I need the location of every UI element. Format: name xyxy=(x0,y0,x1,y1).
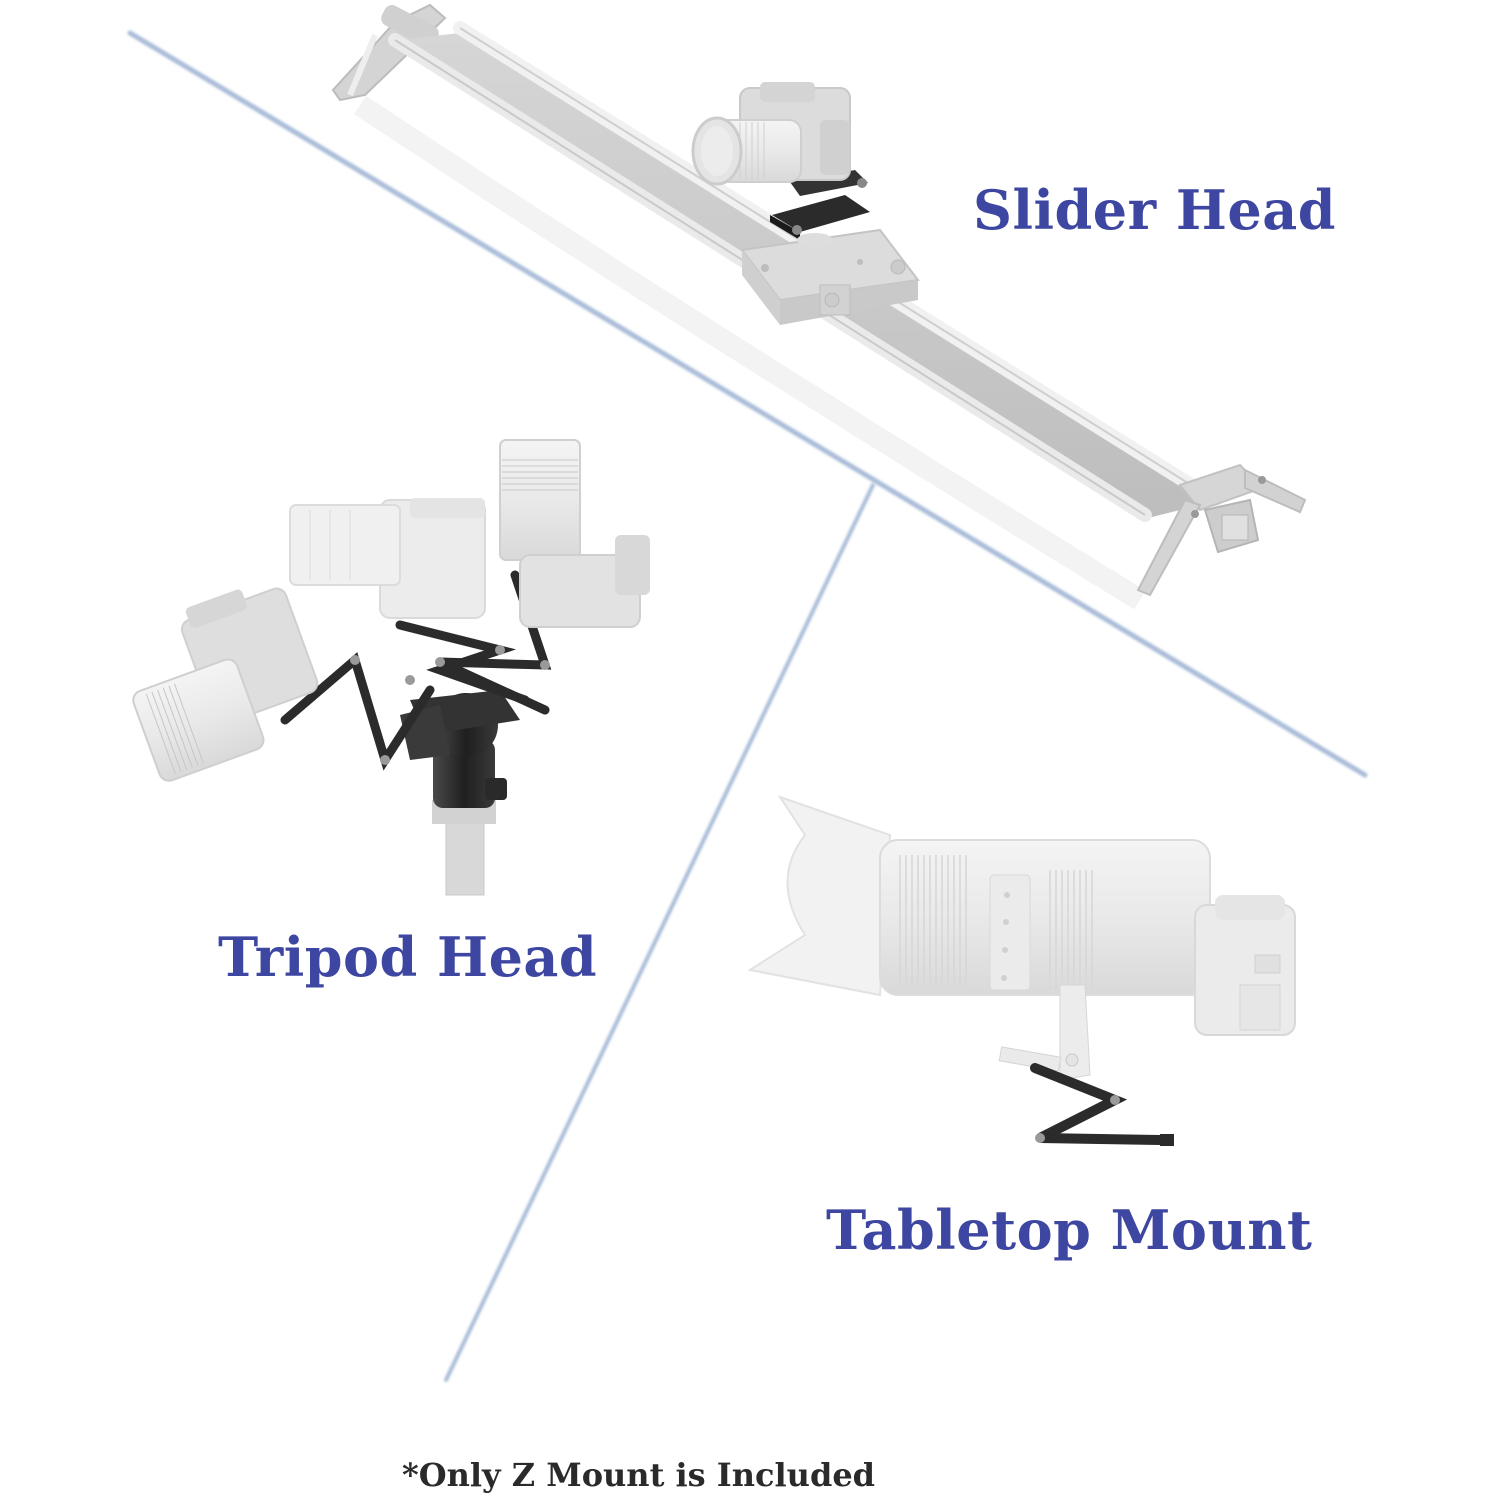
label-tripod-head: Tripod Head xyxy=(218,925,598,989)
label-slider-head: Slider Head xyxy=(973,178,1337,242)
tripod-head-illustration xyxy=(132,439,650,896)
divider-line-main xyxy=(127,30,1368,778)
label-tabletop-mount: Tabletop Mount xyxy=(826,1198,1313,1262)
divider-lines xyxy=(127,30,1368,1382)
camera-slider-illustration xyxy=(331,3,1307,610)
footnote-included-note: *Only Z Mount is Included xyxy=(402,1456,876,1494)
divider-line-secondary xyxy=(444,483,875,1382)
tabletop-mount-illustration xyxy=(747,795,1296,1146)
